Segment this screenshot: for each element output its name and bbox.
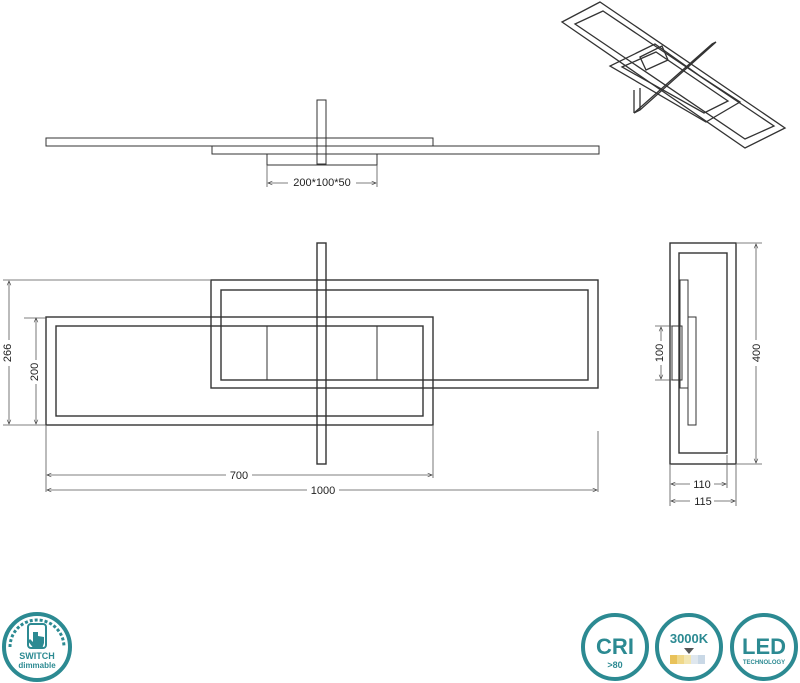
dim-width-lines: 700 1000	[45, 426, 599, 497]
color-temp-label: 3000K	[670, 631, 709, 646]
cri-badge: CRI >80	[581, 613, 649, 681]
switch-dimmable-badge: SWITCH dimmable	[2, 612, 72, 682]
hand-switch-icon	[27, 623, 47, 649]
temperature-scale-icon	[670, 655, 705, 664]
dim-total-width: 1000	[311, 485, 335, 497]
pointer-triangle-icon	[684, 648, 694, 654]
isometric-view	[560, 1, 787, 149]
led-badge: LED TECHNOLOGY	[730, 613, 798, 681]
led-technology-label: TECHNOLOGY	[743, 660, 785, 666]
dim-side-mount: 200*100*50	[293, 177, 351, 189]
switch-label: SWITCH	[19, 651, 55, 661]
cri-label: CRI	[596, 634, 634, 659]
dim-mount-height: 100	[654, 344, 666, 362]
front-view	[45, 242, 599, 465]
dim-small-frame-height: 200	[29, 363, 41, 381]
dim-depth-inner: 110	[693, 479, 711, 491]
dim-height-lines: 266 200	[0, 279, 210, 426]
dim-total-height: 266	[2, 344, 14, 362]
dim-depth-outer: 115	[694, 496, 712, 508]
end-view: 400 100 110 115	[654, 242, 763, 508]
dim-small-frame-width: 700	[230, 470, 248, 482]
cri-value: >80	[607, 660, 622, 670]
side-view-top: 200*100*50	[45, 99, 600, 189]
color-temp-badge: 3000K	[655, 613, 723, 681]
dimmable-label: dimmable	[18, 661, 56, 670]
dim-depth-height: 400	[751, 344, 763, 362]
led-label: LED	[742, 634, 786, 659]
